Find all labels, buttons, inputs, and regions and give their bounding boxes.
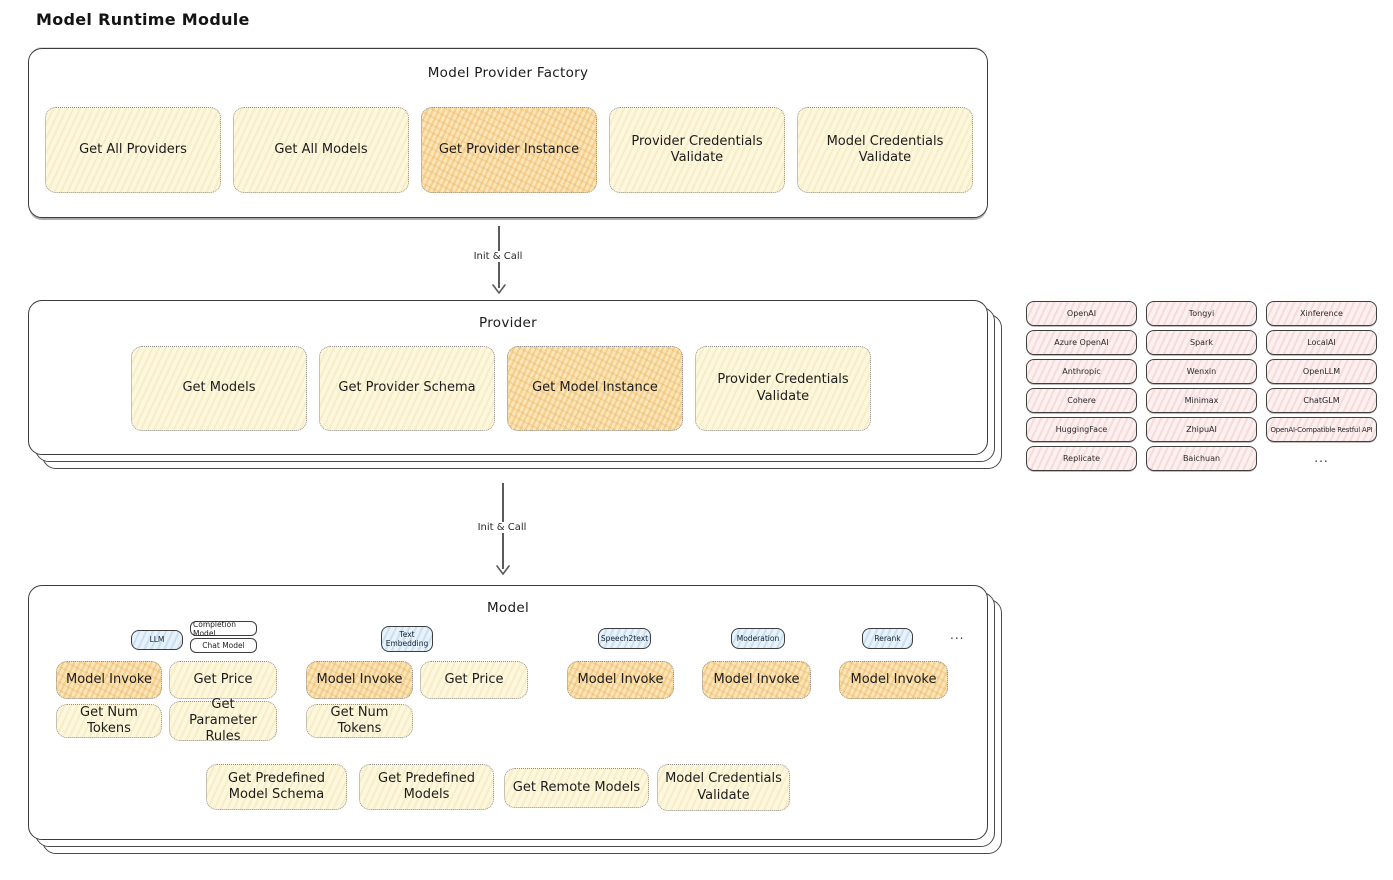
model-title: Model <box>486 600 530 616</box>
provider-chip-minimax: Minimax <box>1146 388 1257 413</box>
factory-panel: Model Provider Factory Get All Providers… <box>28 48 988 218</box>
provider-panel-group: Provider Get Models Get Provider Schema … <box>28 300 1004 471</box>
model-panel: Model LLM Completion Model Chat Model Te… <box>28 585 988 840</box>
provider-chip-anthropic: Anthropic <box>1026 359 1137 384</box>
provider-chip-wenxin: Wenxin <box>1146 359 1257 384</box>
provider-chip-huggingface: HuggingFace <box>1026 417 1137 442</box>
box-get-remote-models: Get Remote Models <box>504 768 649 808</box>
provider-chip-zhipuai: ZhipuAI <box>1146 417 1257 442</box>
box-model-invoke-speech2text: Model Invoke <box>567 661 674 699</box>
box-get-price-llm: Get Price <box>169 661 277 699</box>
provider-chip-chatglm: ChatGLM <box>1266 388 1377 413</box>
provider-chip-tongyi: Tongyi <box>1146 301 1257 326</box>
provider-chip-azure-openai: Azure OpenAI <box>1026 330 1137 355</box>
box-model-invoke-moderation: Model Invoke <box>702 661 811 699</box>
provider-title: Provider <box>479 315 537 331</box>
model-panel-group: Model LLM Completion Model Chat Model Te… <box>28 585 1004 856</box>
box-get-predefined-model-schema: Get Predefined Model Schema <box>206 764 347 810</box>
box-get-parameter-rules: Get Parameter Rules <box>169 697 277 744</box>
arrow-label-init-call-2: Init & Call <box>473 522 531 533</box>
provider-chip-spark: Spark <box>1146 330 1257 355</box>
provider-chip-localai: LocalAI <box>1266 330 1377 355</box>
type-pill-llm: LLM <box>131 630 183 650</box>
type-tag-completion-model: Completion Model <box>190 620 257 638</box>
type-ellipsis: ... <box>950 628 965 642</box>
box-get-provider-schema: Get Provider Schema <box>319 346 495 431</box>
box-get-all-models: Get All Models <box>233 107 409 193</box>
provider-chip-xinference: Xinference <box>1266 301 1377 326</box>
arrow-down-icon <box>492 284 506 294</box>
box-model-invoke-embedding: Model Invoke <box>306 661 413 699</box>
box-get-provider-instance: Get Provider Instance <box>421 107 597 193</box>
factory-panel-group: Model Provider Factory Get All Providers… <box>28 48 990 220</box>
factory-title: Model Provider Factory <box>427 65 589 81</box>
type-pill-rerank: Rerank <box>862 628 913 649</box>
provider-chip-openai-compatible: OpenAI-Compatible Restful API <box>1266 417 1377 442</box>
provider-chip-openllm: OpenLLM <box>1266 359 1377 384</box>
box-get-price-embedding: Get Price <box>420 661 528 699</box>
box-model-invoke-rerank: Model Invoke <box>839 661 948 699</box>
type-pill-moderation: Moderation <box>731 628 785 649</box>
box-provider-credentials-validate-2: Provider Credentials Validate <box>695 346 871 431</box>
provider-chip-openai: OpenAI <box>1026 301 1137 326</box>
box-model-credentials-validate: Model Credentials Validate <box>797 107 973 193</box>
type-pill-text-embedding: Text Embedding <box>381 626 433 652</box>
box-get-num-tokens-embedding: Get Num Tokens <box>306 704 413 738</box>
arrow-label-init-call-1: Init & Call <box>469 251 527 262</box>
arrow-down-icon-2 <box>496 565 510 575</box>
provider-chip-baichuan: Baichuan <box>1146 446 1257 471</box>
provider-list-ellipsis: ... <box>1314 451 1329 465</box>
type-pill-speech2text: Speech2text <box>598 628 651 649</box>
box-provider-credentials-validate: Provider Credentials Validate <box>609 107 785 193</box>
provider-chip-cohere: Cohere <box>1026 388 1137 413</box>
box-get-predefined-models: Get Predefined Models <box>359 764 494 810</box>
box-get-all-providers: Get All Providers <box>45 107 221 193</box>
box-get-model-instance: Get Model Instance <box>507 346 683 431</box>
page-title: Model Runtime Module <box>36 10 250 29</box>
provider-list-grid: OpenAI Azure OpenAI Anthropic Cohere Hug… <box>1026 301 1377 476</box>
box-model-credentials-validate-2: Model Credentials Validate <box>657 764 790 811</box>
box-get-num-tokens-llm: Get Num Tokens <box>56 704 162 738</box>
provider-chip-replicate: Replicate <box>1026 446 1137 471</box>
box-model-invoke-llm: Model Invoke <box>56 661 162 699</box>
box-get-models: Get Models <box>131 346 307 431</box>
type-tag-chat-model: Chat Model <box>190 638 257 653</box>
provider-panel: Provider Get Models Get Provider Schema … <box>28 300 988 455</box>
